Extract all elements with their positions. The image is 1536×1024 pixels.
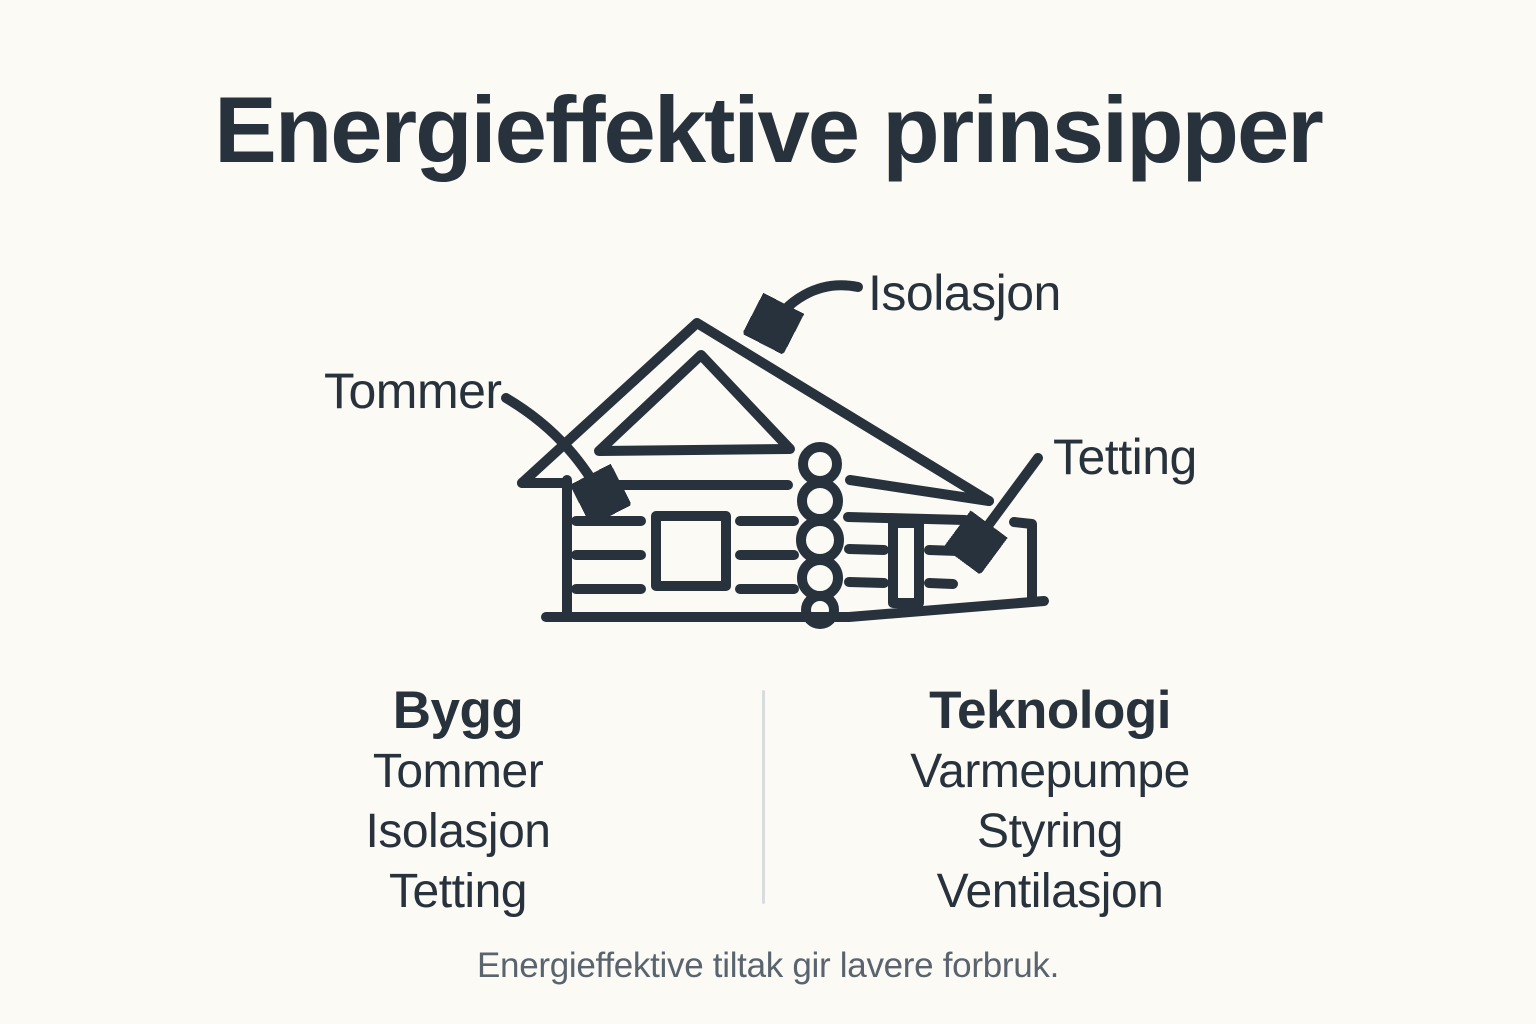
diagram-label-tetting: Tetting xyxy=(1053,429,1197,485)
list-item: Tommer xyxy=(372,745,544,798)
right-wall xyxy=(843,512,1037,608)
column-divider xyxy=(762,690,765,904)
isolasjon-arrow xyxy=(769,280,863,332)
column-bygg: Bygg Tommer Isolasjon Tetting xyxy=(248,680,668,922)
gable-triangle xyxy=(594,350,795,456)
log-end xyxy=(801,591,839,629)
tetting-arrow xyxy=(970,453,1043,550)
column-teknologi-header: Teknologi xyxy=(929,681,1171,740)
roof xyxy=(517,318,994,506)
log-end xyxy=(797,478,843,524)
ground-line xyxy=(541,596,1049,622)
inner-gable xyxy=(594,350,795,490)
diagram-label-tommer: Tommer xyxy=(324,363,502,419)
diagram-label-isolasjon: Isolasjon xyxy=(868,265,1061,321)
column-bygg-header: Bygg xyxy=(392,681,524,740)
log-end xyxy=(798,442,842,486)
list-item: Styring xyxy=(977,805,1123,858)
list-item: Ventilasjon xyxy=(936,865,1164,918)
log-end xyxy=(796,516,844,564)
right-wall-edge xyxy=(1009,517,1037,607)
roof-underside xyxy=(845,475,994,506)
page-title: Energieffektive prinsipper xyxy=(214,77,1324,182)
list-item: Isolasjon xyxy=(365,805,551,858)
log-line xyxy=(924,578,958,589)
log-line xyxy=(844,544,889,555)
log-line xyxy=(844,577,889,588)
door xyxy=(888,518,924,608)
list-item: Varmepumpe xyxy=(910,745,1190,798)
column-teknologi: Teknologi Varmepumpe Styring Ventilasjon xyxy=(840,680,1260,922)
footer-caption: Energieffektive tiltak gir lavere forbru… xyxy=(476,946,1060,985)
log-ends xyxy=(796,442,844,629)
window xyxy=(651,511,731,591)
list-item: Tetting xyxy=(389,865,527,918)
log-end xyxy=(797,555,843,601)
roof-outer-edge xyxy=(517,318,994,506)
log-line xyxy=(924,545,963,556)
tommer-arrow xyxy=(501,393,605,503)
